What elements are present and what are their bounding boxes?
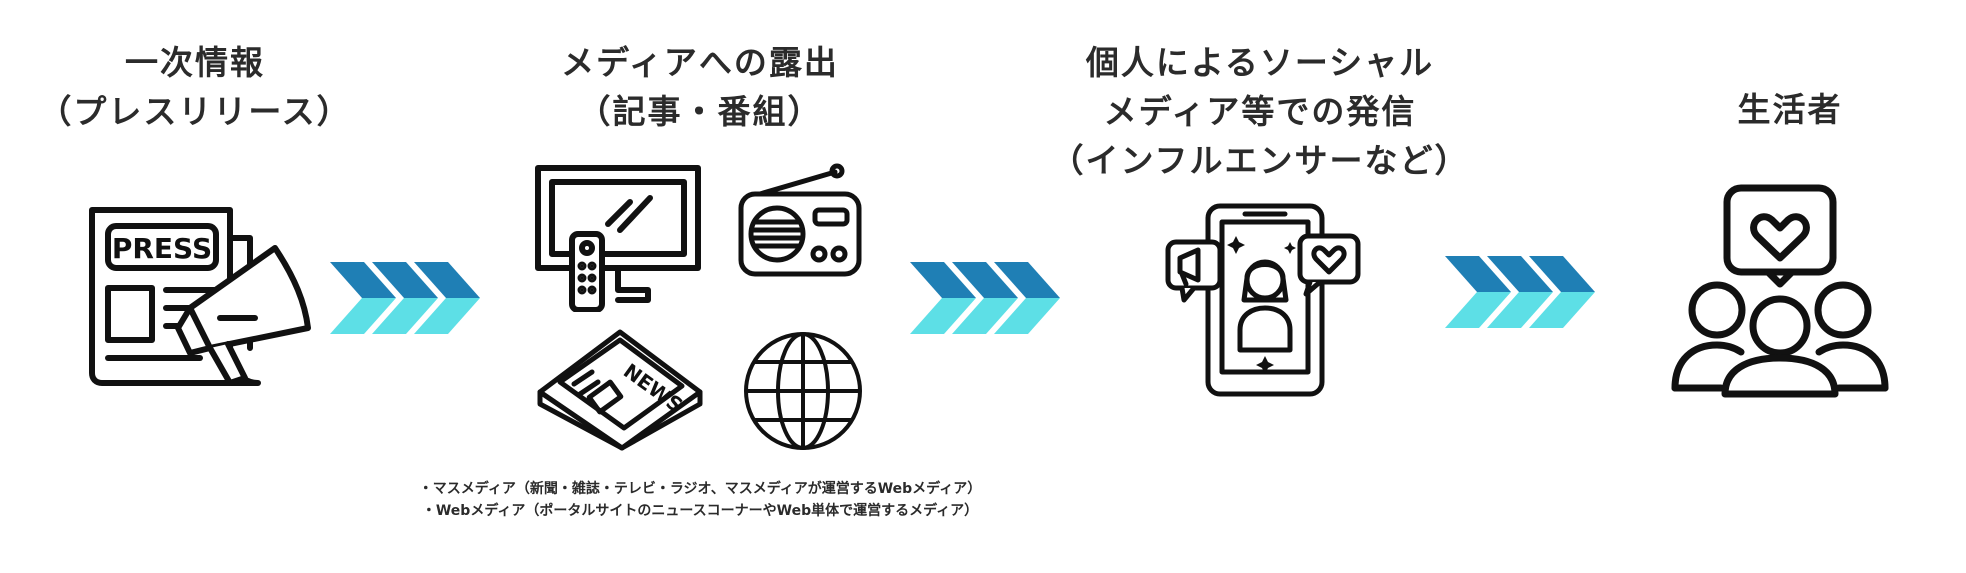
consumers-heart-icon (1665, 180, 1895, 402)
stage-1-line-2: （プレスリリース） (38, 92, 352, 131)
stage-3-line-3: （インフルエンサーなど） (1050, 141, 1470, 180)
arrow-1-chevrons (330, 262, 480, 334)
newspaper-icon: NEWS (530, 322, 705, 452)
radio-icon (735, 162, 865, 282)
stage-1-line-1: 一次情報 (125, 43, 265, 82)
arrow-2-icon (910, 262, 1060, 338)
stage-4-title: 生活者 (1690, 85, 1890, 134)
footnote-mass-media: ・マスメディア（新聞・雑誌・テレビ・ラジオ、マスメディアが運営するWebメディア… (418, 481, 982, 497)
tv-icon (530, 162, 705, 312)
stage-1-title: 一次情報 （プレスリリース） (30, 38, 360, 136)
arrow-1-icon (330, 262, 480, 338)
press-release-icon: PRESS (80, 198, 320, 398)
stage-3-title: 個人によるソーシャル メディア等での発信 （インフルエンサーなど） (1040, 38, 1480, 185)
stage-2-line-1: メディアへの露出 (561, 43, 839, 82)
footnote-web-media: ・Webメディア（ポータルサイトのニュースコーナーやWeb単体で運営するメディア… (421, 503, 979, 519)
stage-3-line-2: メディア等での発信 (1103, 92, 1417, 131)
influencer-smartphone-icon (1160, 200, 1365, 400)
globe-icon (742, 330, 864, 452)
arrow-3-icon (1445, 256, 1595, 332)
stage-2-title: メディアへの露出 （記事・番組） (520, 38, 880, 136)
media-footnotes: ・マスメディア（新聞・雑誌・テレビ・ラジオ、マスメディアが運営するWebメディア… (340, 478, 1060, 522)
stage-4-line-1: 生活者 (1737, 90, 1843, 129)
press-label: PRESS (112, 232, 212, 265)
stage-2-line-2: （記事・番組） (577, 92, 823, 131)
stage-3-line-1: 個人によるソーシャル (1085, 43, 1435, 82)
